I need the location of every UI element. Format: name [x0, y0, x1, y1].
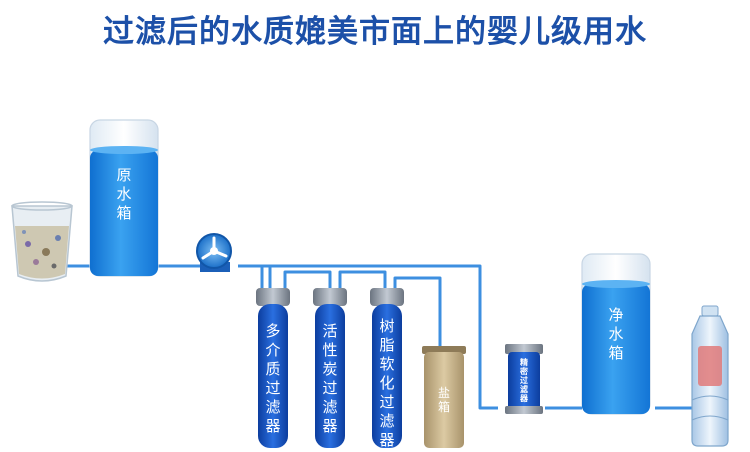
- precision-filter: [505, 344, 543, 414]
- softener-filter: [370, 288, 404, 448]
- label-char: 盐: [437, 386, 450, 400]
- label-char: 精: [520, 358, 528, 367]
- water-bottle-icon: [691, 305, 729, 447]
- pipe-branch-a: [260, 266, 272, 292]
- label-char: 滤: [322, 398, 338, 416]
- label-char: 器: [379, 431, 395, 449]
- label-char: 密: [520, 367, 528, 376]
- label-char: 原: [116, 166, 132, 184]
- label-char: 性: [322, 341, 338, 359]
- salt-tank-label: 盐箱: [434, 386, 454, 414]
- glass-of-dirty-water-icon: [11, 201, 73, 282]
- pump-icon: [196, 233, 232, 272]
- label-char: 净: [608, 306, 624, 324]
- raw-tank-label: 原水箱: [114, 166, 134, 223]
- label-char: 滤: [520, 385, 528, 394]
- label-char: 滤: [265, 398, 281, 416]
- label-char: 炭: [322, 360, 338, 378]
- label-char: 器: [520, 394, 528, 403]
- label-char: 多: [265, 322, 281, 340]
- raw-water-tank: [89, 119, 159, 277]
- pipe-branch-b: [283, 270, 332, 292]
- label-char: 质: [265, 360, 281, 378]
- label-char: 化: [379, 374, 395, 392]
- label-char: 过: [520, 376, 528, 385]
- clean-water-tank: [581, 253, 651, 415]
- label-char: 箱: [437, 400, 450, 414]
- clean-tank-label: 净水箱: [606, 306, 626, 363]
- label-char: 过: [322, 379, 338, 397]
- label-char: 箱: [608, 344, 624, 362]
- activated-carbon-filter-label: 活性炭过滤器: [320, 322, 340, 436]
- label-char: 过: [379, 393, 395, 411]
- label-char: 箱: [116, 204, 132, 222]
- label-char: 水: [116, 185, 132, 203]
- label-char: 过: [265, 379, 281, 397]
- precision-filter-label: 精密过滤器: [514, 358, 534, 403]
- label-char: 器: [322, 417, 338, 435]
- label-char: 软: [379, 355, 395, 373]
- label-char: 脂: [379, 336, 395, 354]
- label-char: 器: [265, 417, 281, 435]
- pipe-salt: [393, 276, 442, 346]
- label-char: 介: [265, 341, 281, 359]
- salt-tank: [422, 346, 466, 448]
- label-char: 树: [379, 317, 395, 335]
- multi-media-filter-label: 多介质过滤器: [263, 322, 283, 436]
- softener-filter-label: 树脂软化过滤器: [377, 317, 397, 450]
- multi-media-filter: [256, 288, 290, 448]
- activated-carbon-filter: [313, 288, 347, 448]
- label-char: 水: [608, 325, 624, 343]
- page-title: 过滤后的水质媲美市面上的婴儿级用水: [103, 14, 647, 50]
- pipe-branch-c: [338, 270, 387, 292]
- label-char: 活: [322, 322, 338, 340]
- label-char: 滤: [379, 412, 395, 430]
